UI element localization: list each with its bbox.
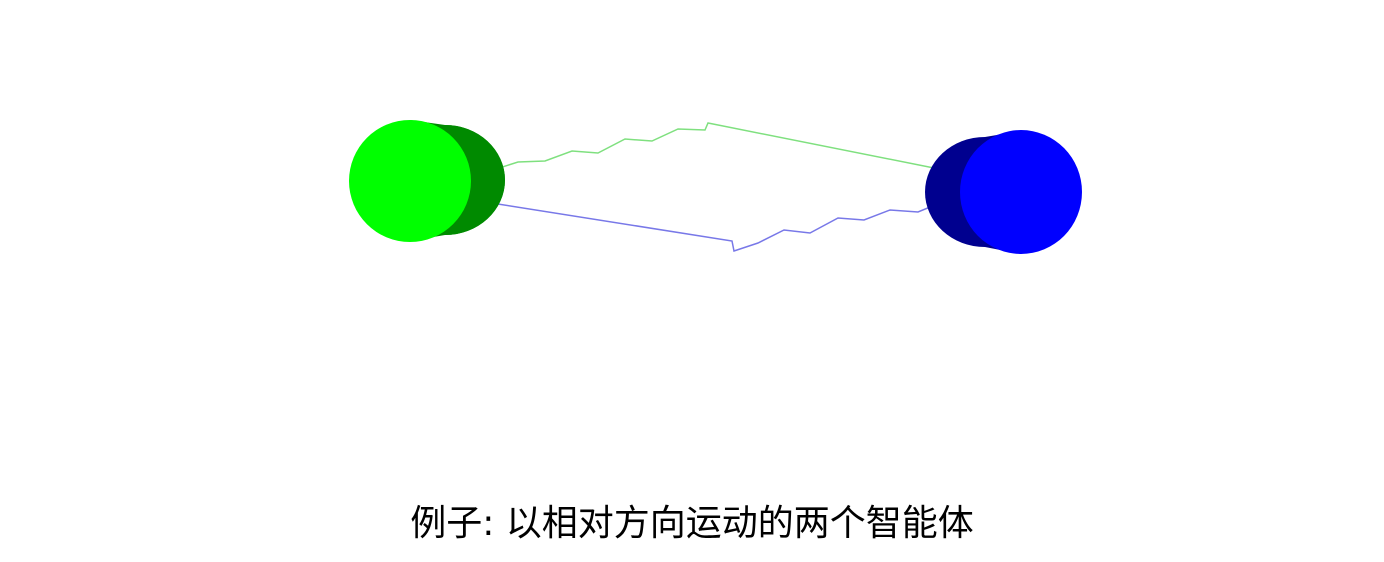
green-agent [349, 120, 505, 242]
blue-agent-front-face [960, 130, 1082, 254]
blue-agent-trail [484, 201, 941, 252]
green-agent-trail [489, 122, 945, 172]
simulation-scene [349, 120, 1082, 254]
blue-agent [925, 130, 1082, 254]
green-agent-front-face [349, 120, 471, 242]
figure-caption: 例子: 以相对方向运动的两个智能体 [410, 503, 974, 544]
